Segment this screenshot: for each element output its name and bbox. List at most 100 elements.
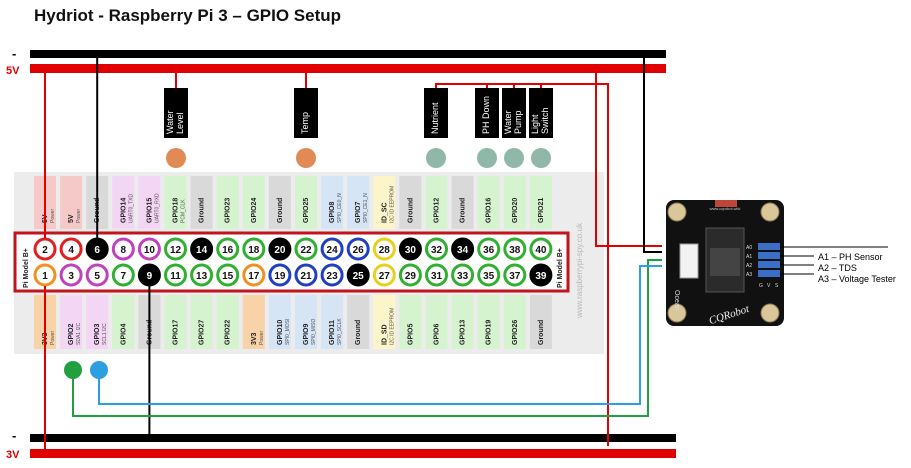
sensor-label-text: Nutrient	[430, 102, 440, 134]
board-tag-right: Pi Model B+	[557, 248, 564, 288]
header-sub: SDA1 I2C	[76, 322, 82, 345]
header-label-bottom	[425, 295, 448, 349]
pin-number: 19	[274, 271, 286, 282]
header-label-top	[373, 176, 396, 229]
header-sub: I2C ID EEPROM	[389, 308, 395, 345]
gpio-pin	[242, 263, 266, 287]
gpio-pin	[242, 237, 266, 261]
pin-number: 1	[42, 271, 48, 282]
header-text-top: GPIO25	[303, 198, 310, 223]
header-sub: SPI0_CE0_N	[337, 193, 343, 223]
sensor-label-box	[529, 88, 553, 138]
header-text-bottom: Ground	[355, 320, 362, 345]
gpio-pin	[137, 237, 161, 261]
header-sub: Power	[50, 208, 56, 223]
header-text-bottom: GPIO5	[407, 323, 414, 345]
header-label-top	[242, 176, 265, 229]
header-label-bottom	[295, 295, 317, 349]
bottom-3v-rail	[30, 449, 676, 458]
sensor-label: Water	[503, 110, 513, 134]
pin-number: 3	[68, 271, 74, 282]
sensor-label-box	[475, 88, 499, 138]
header-name: GPIO18	[173, 198, 180, 223]
sensor-label: PH Down	[481, 96, 491, 134]
channel-pin-label: V	[767, 283, 771, 289]
pin-number: 4	[68, 245, 74, 256]
header-sub: I2C ID EEPROM	[389, 186, 395, 223]
sda-dot	[64, 361, 82, 379]
header-label-bottom	[321, 295, 344, 349]
pin-number: 17	[248, 271, 260, 282]
header-label-top	[216, 176, 239, 229]
pin-number: 25	[353, 271, 365, 282]
header-name: GPIO14	[120, 198, 127, 223]
gpio-pin	[477, 263, 501, 287]
sensor-label-box	[164, 88, 188, 138]
gpio-pin	[59, 237, 83, 261]
header-label-top	[190, 176, 213, 229]
gpio-pin	[425, 263, 448, 287]
sensor-dot	[166, 148, 186, 168]
pin-number: 26	[353, 245, 365, 256]
gpio-pin	[294, 263, 318, 287]
gpio-pin	[268, 263, 292, 287]
header-text-bottom: GPIO6	[434, 323, 441, 345]
header-sub: UART0_TXD	[128, 194, 134, 223]
header-name: GPIO13	[460, 320, 467, 345]
sensor-label-text: PH Down	[481, 96, 491, 134]
sensor-dot	[296, 148, 316, 168]
channel-connector	[758, 243, 780, 250]
gpio-pin	[398, 237, 422, 261]
top-5v-rail	[30, 64, 666, 73]
header-name: GPIO16	[486, 198, 493, 223]
header-label-bottom	[216, 295, 239, 349]
header-sub: Power	[50, 330, 56, 345]
pin-number: 36	[483, 245, 495, 256]
pin-number: 14	[196, 245, 208, 256]
header-label-top	[112, 176, 135, 229]
pin-number: 16	[222, 245, 234, 256]
adc-left-connector	[679, 243, 699, 279]
header-sub: PCM_CLK	[181, 199, 187, 223]
page-title: Hydriot - Raspberry Pi 3 – GPIO Setup	[34, 6, 342, 25]
gpio-pin	[294, 237, 318, 261]
pin-number: 22	[300, 245, 312, 256]
gpio-pin	[85, 263, 109, 287]
header-name: Ground	[407, 198, 414, 223]
header-text-top: GPIO16	[486, 198, 493, 223]
header-label-top	[477, 176, 500, 229]
header-sub: SPI0_CE1_N	[363, 193, 369, 223]
gpio-pin	[503, 263, 527, 287]
header-name: GPIO17	[173, 320, 180, 345]
pin-number: 32	[431, 245, 443, 256]
mount-hole	[667, 202, 687, 222]
adc-header-pins	[715, 200, 737, 207]
sensor-dot	[426, 148, 446, 168]
pin-number: 9	[147, 271, 153, 282]
pin-number: 30	[405, 245, 417, 256]
gpio-pin	[111, 263, 135, 287]
header-label-bottom	[60, 295, 83, 349]
pin-number: 29	[405, 271, 417, 282]
sensor-dot	[477, 148, 497, 168]
header-name: GPIO27	[199, 320, 206, 345]
gpio-pin	[451, 263, 475, 287]
header-label-top	[268, 176, 291, 229]
sensor-label: Level	[175, 112, 185, 134]
gpio-pin	[190, 237, 214, 261]
pin-number: 39	[535, 271, 547, 282]
header-name: GPIO7	[355, 201, 362, 223]
header-label-bottom	[399, 295, 422, 349]
pin-number: 13	[196, 271, 208, 282]
header-sub: SPI0_MISO	[311, 318, 317, 345]
pin-number: 11	[170, 271, 181, 282]
